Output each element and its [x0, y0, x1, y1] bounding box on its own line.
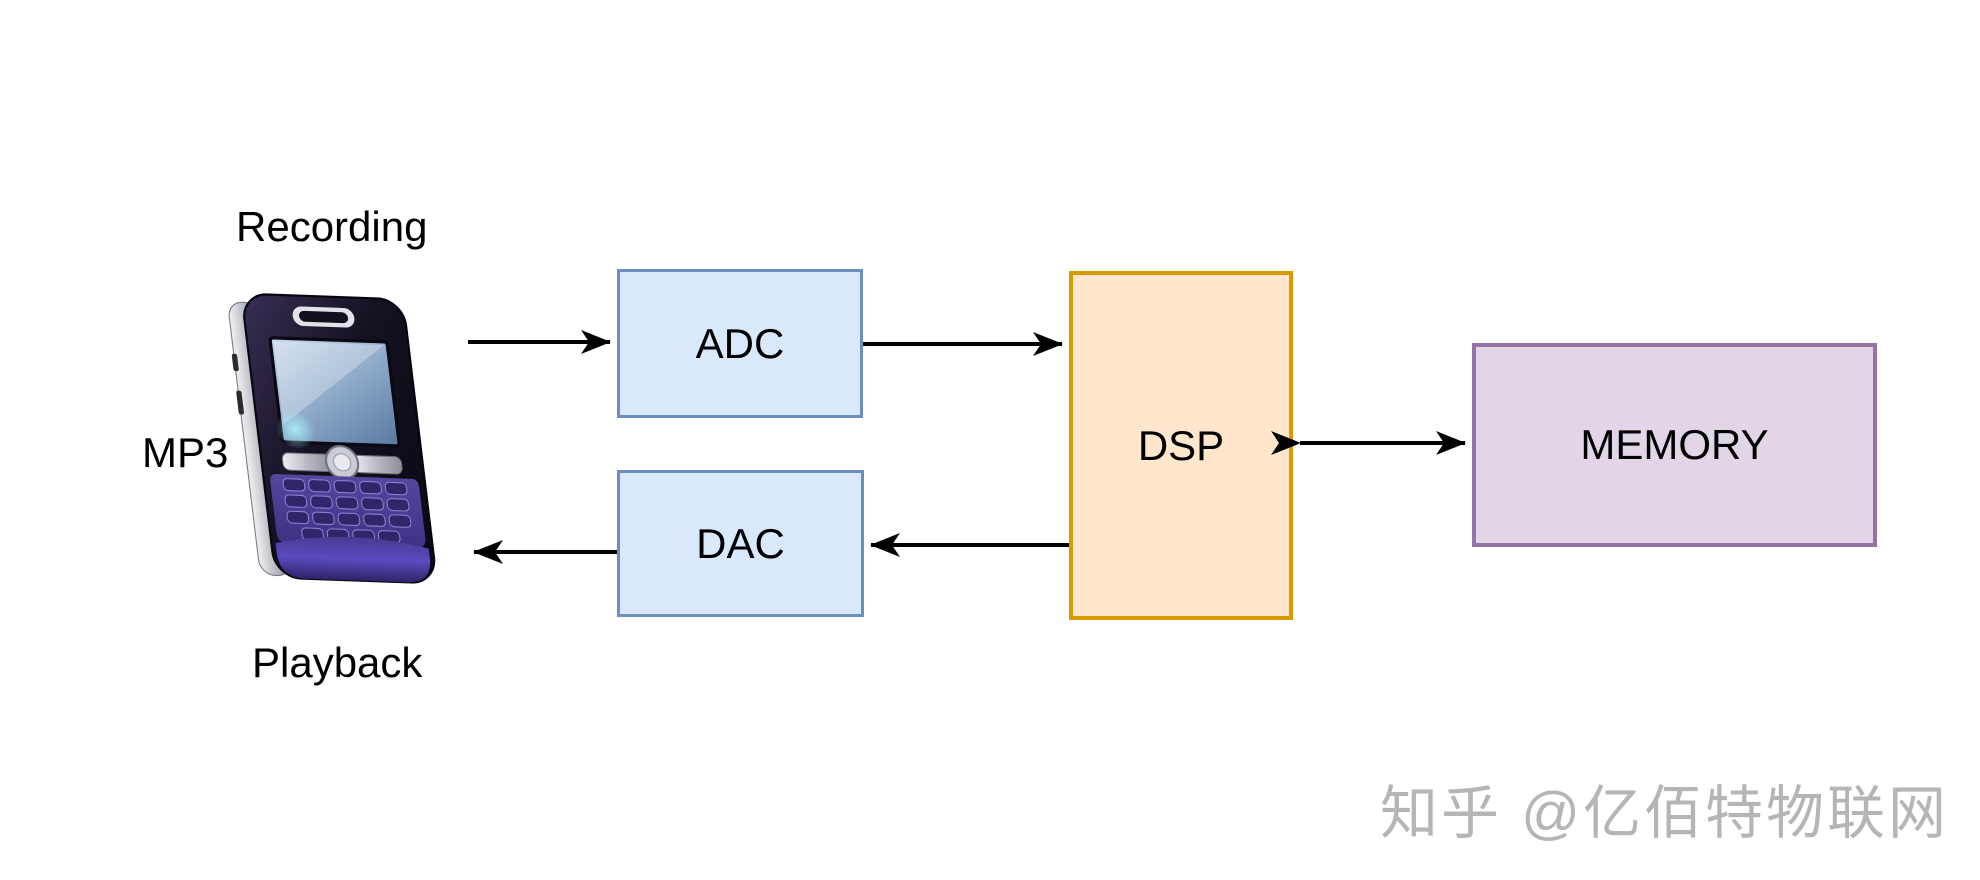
block-adc-label: ADC [695, 319, 785, 367]
mp3-label: MP3 [142, 429, 229, 476]
playback-label: Playback [252, 639, 423, 686]
mp3-player-icon [228, 293, 438, 596]
block-memory-label: MEMORY [1580, 421, 1769, 468]
block-memory: MEMORY [1472, 343, 1877, 547]
block-dsp: DSP [1069, 271, 1293, 620]
block-adc: ADC [617, 269, 863, 418]
recording-label: Recording [236, 203, 428, 250]
phone-illustration [228, 293, 436, 584]
block-dac-label: DAC [696, 519, 785, 567]
block-dsp-label: DSP [1137, 421, 1225, 469]
watermark: 知乎 @亿佰特物联网 [1380, 781, 1949, 846]
block-dac: DAC [617, 470, 864, 617]
